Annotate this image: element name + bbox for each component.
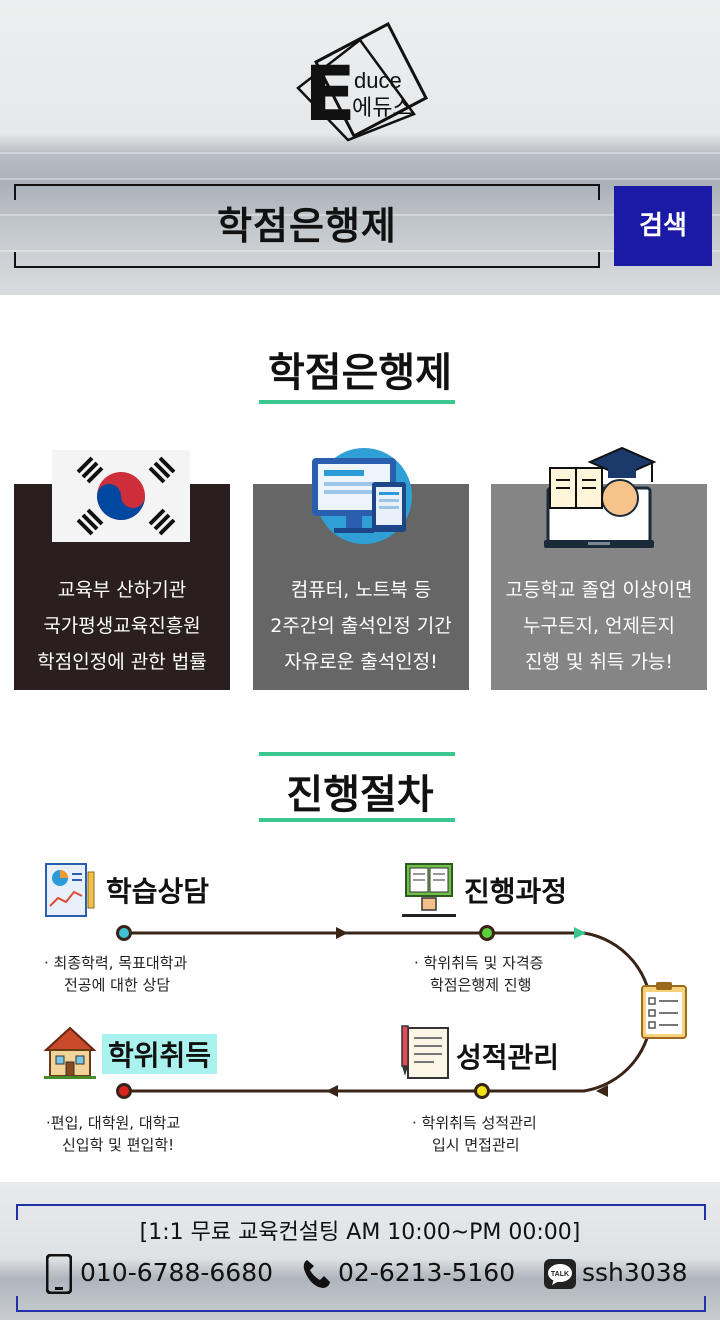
korean-flag-icon — [52, 450, 190, 542]
search-query[interactable]: 학점은행제 — [217, 204, 397, 248]
logo-korean-name: 에듀스 — [352, 96, 413, 121]
step-desc-grades: · 학위취득 성적관리 입시 면접관리 — [412, 1114, 537, 1154]
step-dot-consult — [116, 925, 132, 941]
step-dot-degree — [116, 1083, 132, 1099]
brand-logo[interactable]: E duce 에듀스 — [290, 18, 440, 146]
computer-devices-icon — [306, 446, 416, 546]
step-title-consult: 학습상담 — [106, 875, 210, 908]
intro-title-underline — [259, 400, 455, 404]
logo-suffix: duce — [354, 68, 402, 93]
report-card-icon — [400, 1024, 452, 1080]
phone-contact[interactable]: 02-6213-5160 — [300, 1258, 516, 1288]
chart-report-icon — [44, 862, 96, 918]
search-bracket-frame — [14, 184, 600, 268]
step-title-degree: 학위취득 — [102, 1034, 218, 1074]
clipboard-checklist-icon — [640, 980, 688, 1040]
kakao-id[interactable]: ssh3038 — [582, 1258, 688, 1287]
card-text: 교육부 산하기관 국가평생교육진흥원 학점인정에 관한 법률 — [37, 579, 207, 673]
card-text: 컴퓨터, 노트북 등 2주간의 출석인정 기간 자유로운 출석인정! — [270, 579, 452, 673]
kakao-contact[interactable]: TALK ssh3038 — [544, 1258, 688, 1289]
step-dot-grades — [474, 1083, 490, 1099]
book-hand-icon — [402, 860, 456, 918]
phone-number[interactable]: 02-6213-5160 — [338, 1258, 516, 1287]
search-button[interactable]: 검색 — [614, 186, 712, 266]
consult-hours: [1:1 무료 교육컨설팅 AM 10:00~PM 00:00] — [139, 1220, 581, 1245]
process-title: 진행절차 — [286, 772, 434, 818]
step-desc-progress: · 학위취득 및 자격증 학점은행제 진행 — [414, 954, 544, 994]
hero-banner: E duce 에듀스 학점은행제 검색 — [0, 0, 720, 295]
process-title-overline — [259, 752, 455, 756]
search-field[interactable]: 학점은행제 — [14, 184, 600, 268]
step-title-grades: 성적관리 — [456, 1041, 560, 1074]
step-dot-progress — [479, 925, 495, 941]
logo-frame-icon — [296, 21, 429, 142]
step-desc-consult: · 최종학력, 목표대학과 전공에 대한 상담 — [44, 954, 188, 994]
process-title-underline — [259, 818, 455, 822]
logo-letter: E — [304, 49, 356, 138]
mobile-number[interactable]: 010-6788-6680 — [80, 1258, 274, 1287]
house-icon — [42, 1024, 98, 1080]
step-title-progress: 진행과정 — [464, 875, 568, 908]
kakaotalk-icon: TALK — [544, 1259, 576, 1289]
intro-title: 학점은행제 — [268, 350, 452, 396]
step-desc-degree: ·편입, 대학원, 대학교 신입학 및 편입학! — [46, 1114, 181, 1154]
contact-footer: [1:1 무료 교육컨설팅 AM 10:00~PM 00:00] 010-678… — [0, 1182, 720, 1320]
mobile-phone-icon — [46, 1254, 72, 1294]
process-flow-line — [124, 927, 653, 1097]
graduate-laptop-icon — [542, 440, 658, 550]
card-text: 고등학교 졸업 이상이면 누구든지, 언제든지 진행 및 취득 가능! — [505, 579, 693, 673]
kakao-badge-text: TALK — [551, 1271, 569, 1278]
mobile-contact[interactable]: 010-6788-6680 — [46, 1254, 274, 1294]
telephone-icon — [303, 1260, 330, 1288]
